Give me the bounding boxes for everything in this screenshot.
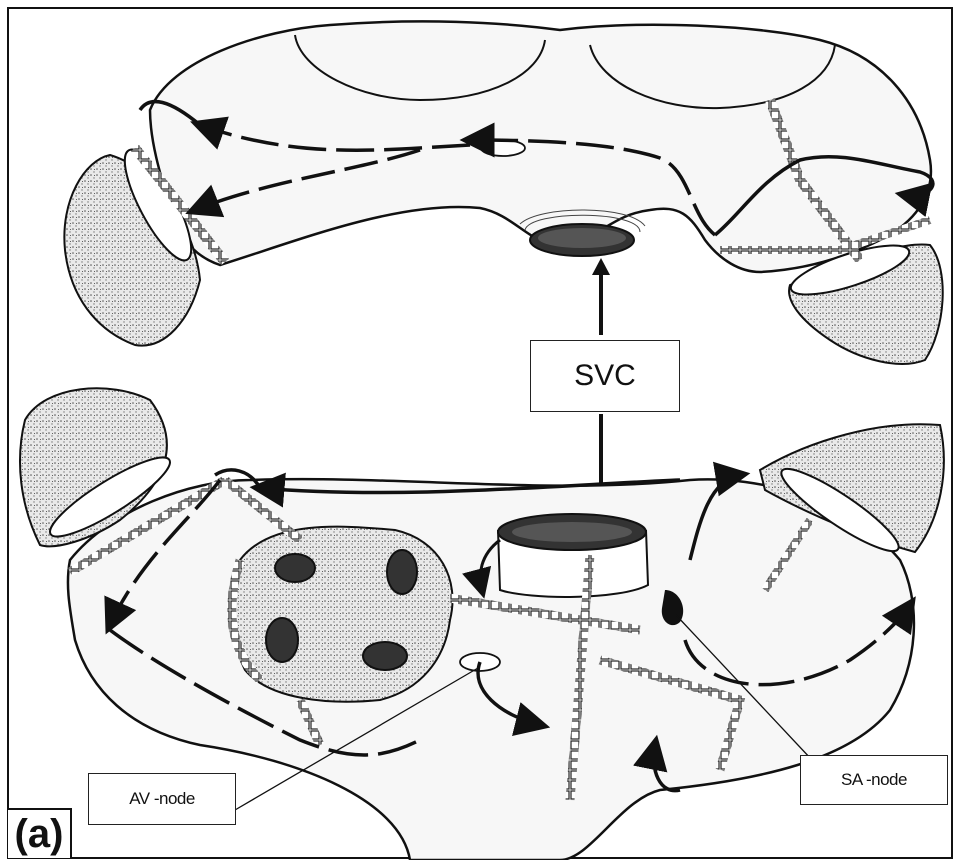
svc-label: SVC <box>530 340 680 412</box>
sa-node-label: SA -node <box>800 755 948 805</box>
panel-label: (a) <box>8 808 72 858</box>
upper-atrium <box>64 21 942 364</box>
av-node-label: AV -node <box>88 773 236 825</box>
